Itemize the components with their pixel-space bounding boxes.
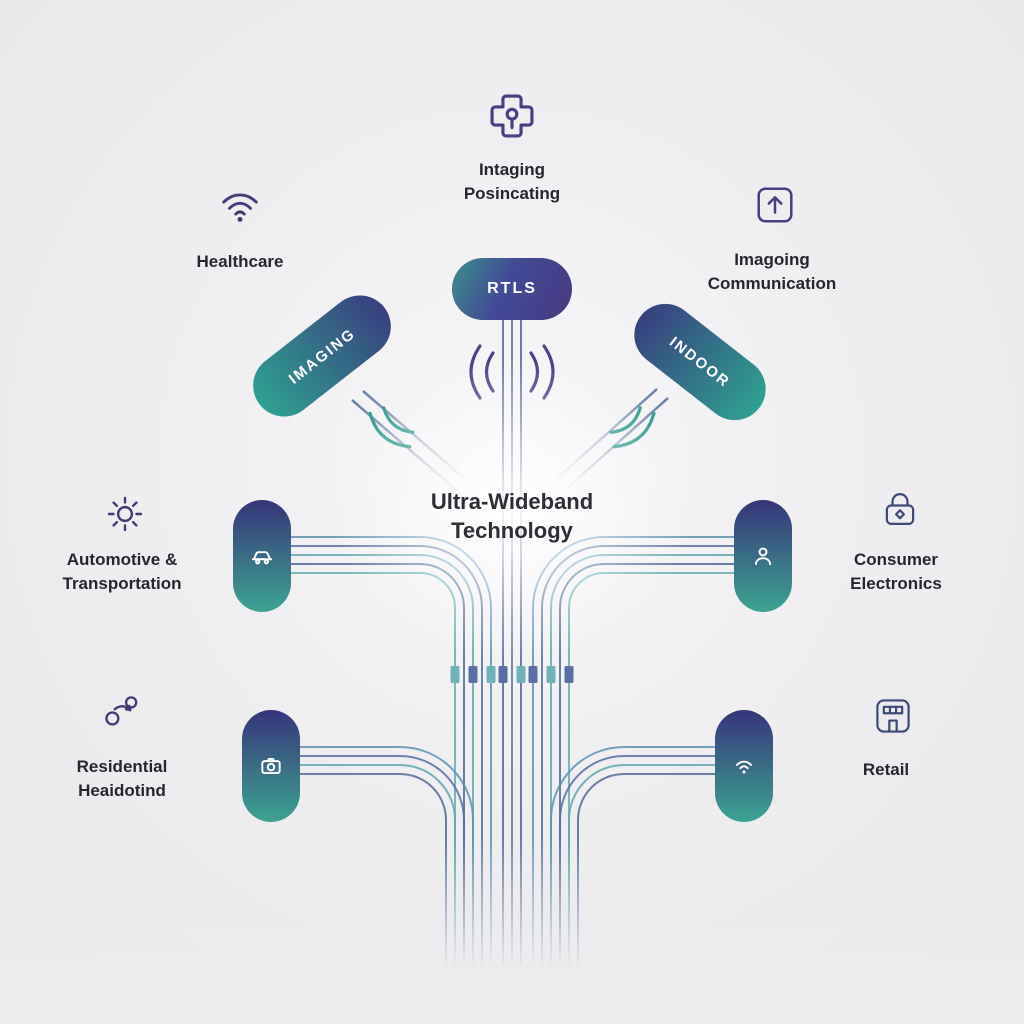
storefront-icon	[871, 694, 915, 743]
label-residential-line1: Residential	[76, 757, 168, 776]
label-retail-text: Retail	[862, 760, 910, 779]
healthcare-wifi-icon	[217, 182, 263, 233]
indoor-pill-label: INDOOR	[666, 333, 734, 391]
lock-icon	[879, 488, 921, 535]
consumer-link-lines	[532, 536, 734, 965]
label-communication: Imagoing Communication	[708, 248, 836, 296]
label-consumer: Consumer Electronics	[850, 548, 942, 596]
rtls-bus-lines	[502, 320, 522, 965]
title-line1: Ultra-Wideband	[430, 489, 594, 514]
imaging-link-lines	[351, 390, 480, 501]
label-communication-line1: Imagoing	[734, 250, 810, 269]
title-line2: Technology	[451, 517, 573, 543]
rtls-pill: RTLS	[452, 258, 572, 320]
label-positioning-line1: Intaging	[478, 160, 546, 179]
label-automotive-line2: Transportation	[62, 573, 182, 593]
label-consumer-line2: Electronics	[850, 573, 942, 593]
bus-connector-squares	[450, 666, 574, 683]
retail-link-lines	[550, 746, 715, 965]
camera-icon	[261, 757, 281, 775]
imaging-signal-waves	[368, 406, 415, 449]
rtls-pill-label: RTLS	[487, 280, 537, 297]
label-residential-line2: Heaidotind	[78, 780, 166, 800]
label-healthcare-text: Healthcare	[196, 252, 284, 271]
arrow-up-square-icon	[752, 182, 798, 233]
label-positioning: Intaging Posincating	[464, 158, 560, 206]
automotive-node-pill	[233, 500, 291, 612]
indoor-link-lines	[544, 388, 669, 499]
residential-node-pill	[242, 710, 300, 822]
person-icon	[754, 547, 772, 566]
label-consumer-line1: Consumer	[853, 550, 939, 569]
positioning-cross-pin-icon	[483, 90, 541, 153]
label-residential: Residential Heaidotind	[77, 755, 168, 803]
residential-link-lines	[300, 746, 474, 965]
label-communication-line2: Communication	[707, 273, 837, 293]
circles-arrow-icon	[100, 690, 144, 739]
automotive-link-lines	[291, 536, 492, 965]
diagram-title: Ultra-Wideband Technology	[431, 488, 593, 545]
dial-icon	[103, 492, 147, 541]
label-automotive-line1: Automotive &	[66, 550, 178, 569]
label-retail: Retail	[863, 758, 909, 782]
label-healthcare: Healthcare	[197, 250, 284, 274]
label-automotive: Automotive & Transportation	[62, 548, 181, 596]
car-icon	[251, 551, 273, 565]
wifi-icon	[735, 760, 753, 774]
retail-node-pill	[715, 710, 773, 822]
label-positioning-line2: Posincating	[463, 183, 561, 203]
consumer-node-pill	[734, 500, 792, 612]
